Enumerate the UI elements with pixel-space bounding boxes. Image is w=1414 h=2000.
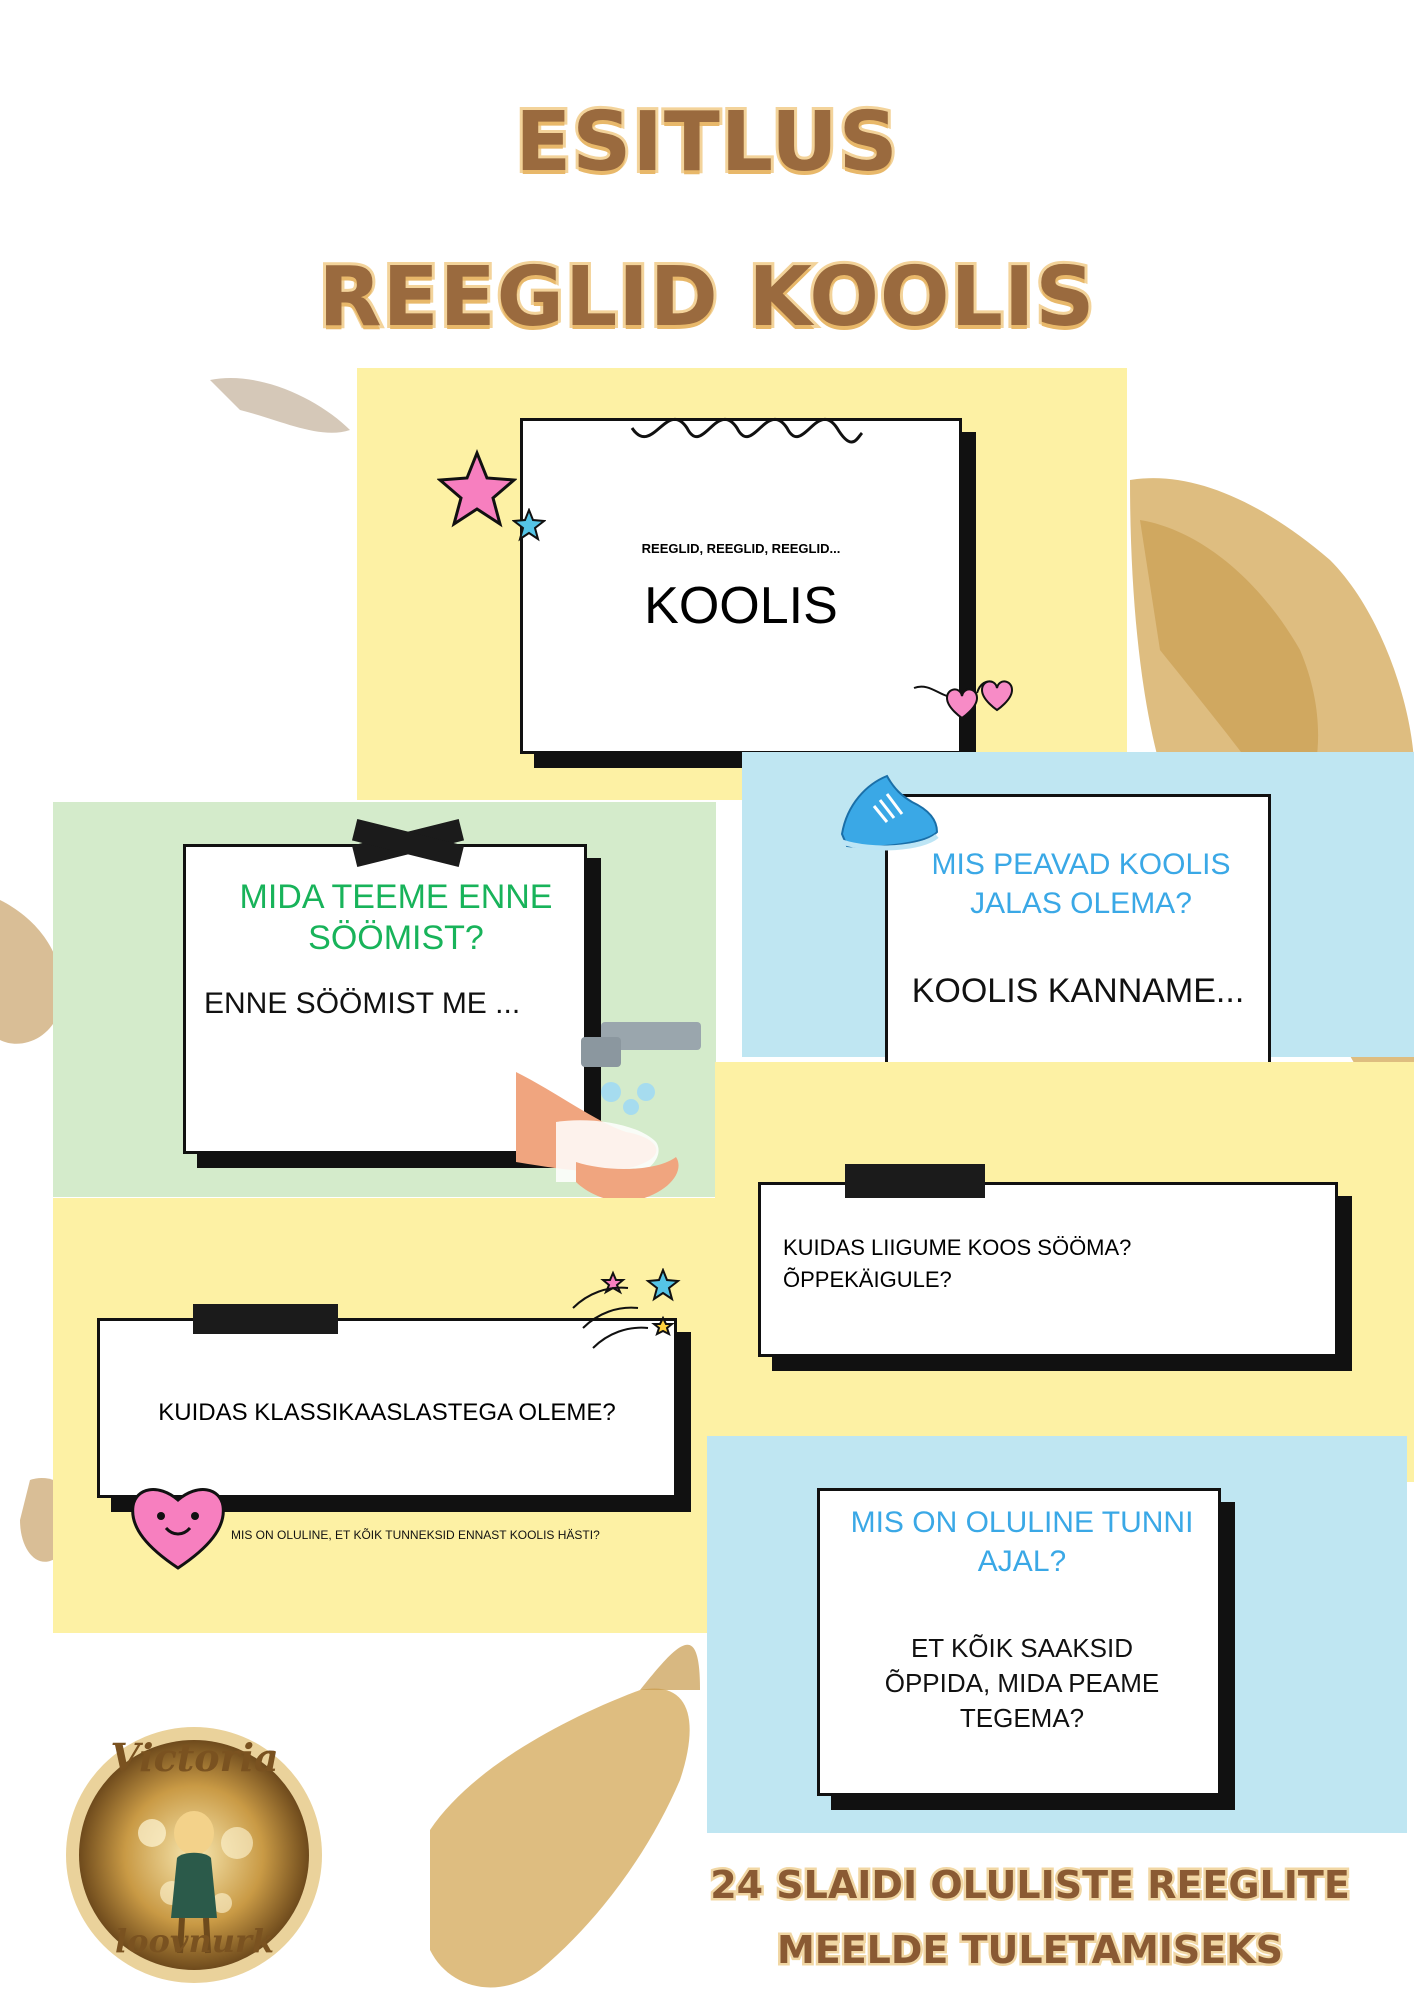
slide-question: MIS ON OLULINE TUNNI AJAL? xyxy=(850,1506,1194,1578)
slide-card: MIS PEAVAD KOOLIS JALAS OLEMA? KOOLIS KA… xyxy=(885,794,1271,1084)
title-line-1: ESITLUS xyxy=(512,92,901,193)
slide-card: MIDA TEEME ENNE SÖÖMIST? ENNE SÖÖMIST ME… xyxy=(183,844,587,1154)
slide-line-1: KUIDAS LIIGUME KOOS SÖÖMA? xyxy=(783,1235,1132,1260)
slide-question: MIDA TEEME ENNE SÖÖMIST? xyxy=(239,878,553,957)
slide-enne-soomist: MIDA TEEME ENNE SÖÖMIST? ENNE SÖÖMIST ME… xyxy=(53,802,716,1202)
slide-answer: KOOLIS KANNAME... xyxy=(911,972,1245,1010)
title-line-2: REEGLID KOOLIS xyxy=(316,247,1098,348)
small-star-icon xyxy=(512,508,546,542)
slide-question: MIS PEAVAD KOOLIS JALAS OLEMA? xyxy=(931,848,1231,920)
tape-strip xyxy=(845,1164,985,1198)
slide-liigume: KUIDAS LIIGUME KOOS SÖÖMA? ÕPPEKÄIGULE? xyxy=(715,1062,1414,1482)
slide-klassikaaslased: KUIDAS KLASSIKAASLASTEGA OLEME? MIS ON O… xyxy=(53,1198,716,1633)
tape-strip xyxy=(193,1304,338,1334)
footer-line-1: 24 SLAIDI OLULISTE REEGLITE xyxy=(708,1861,1353,1910)
handwash-icon xyxy=(516,1022,701,1202)
slide-question: KUIDAS KLASSIKAASLASTEGA OLEME? xyxy=(158,1399,616,1426)
footer-line-2: MEELDE TULETAMISEKS xyxy=(774,1926,1285,1975)
heart-face-icon xyxy=(131,1488,225,1570)
slide-subtitle: REEGLID, REEGLID, REEGLID... xyxy=(641,541,841,556)
slide-title: KOOLIS xyxy=(644,577,838,635)
slide-card: MIS ON OLULINE TUNNI AJAL? ET KÕIK SAAKS… xyxy=(817,1488,1221,1796)
slide-jalas: MIS PEAVAD KOOLIS JALAS OLEMA? KOOLIS KA… xyxy=(742,752,1414,1084)
hearts-icon xyxy=(913,680,1014,720)
slide-tunni-ajal: MIS ON OLULINE TUNNI AJAL? ET KÕIK SAAKS… xyxy=(707,1436,1407,1833)
sneaker-icon xyxy=(840,774,939,851)
slide-koolis: REEGLID, REEGLID, REEGLID... KOOLIS xyxy=(357,368,1127,800)
slide-answer: ET KÕIK SAAKSID ÕPPIDA, MIDA PEAME TEGEM… xyxy=(884,1633,1160,1734)
slide-footnote: MIS ON OLULINE, ET KÕIK TUNNEKSID ENNAST… xyxy=(231,1528,600,1542)
star-icon xyxy=(437,448,517,528)
logo-text-top: Victoria xyxy=(110,1735,279,1780)
swirl-icon xyxy=(630,418,864,444)
slide-card: KUIDAS KLASSIKAASLASTEGA OLEME? xyxy=(97,1318,677,1498)
slide-line-2: ÕPPEKÄIGULE? xyxy=(783,1267,952,1292)
slide-card: KUIDAS LIIGUME KOOS SÖÖMA? ÕPPEKÄIGULE? xyxy=(758,1182,1338,1357)
logo-text-bottom: loovnurk xyxy=(115,1922,274,1960)
sparkle-stars-icon xyxy=(572,1268,681,1349)
victoria-loovnurk-logo xyxy=(66,1727,322,1983)
slide-card: REEGLID, REEGLID, REEGLID... KOOLIS xyxy=(520,418,962,754)
slide-answer: ENNE SÖÖMIST ME ... xyxy=(204,987,521,1020)
